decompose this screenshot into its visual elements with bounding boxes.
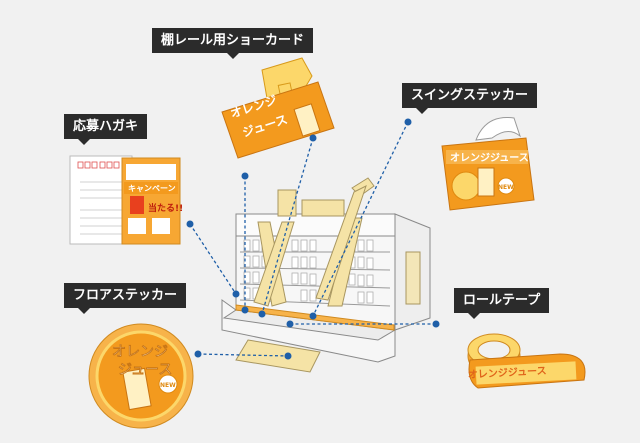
- roll-tape-item: [467, 333, 586, 389]
- flyer-banner-text: キャンペーン: [128, 184, 176, 193]
- floor-sticker-badge: NEW: [160, 382, 176, 389]
- flyer-hit-text: 当たる!!: [148, 202, 183, 214]
- roll-tape-text: オレンジジュース: [468, 365, 547, 381]
- pointer-dots: [186, 118, 440, 360]
- label-swing-sticker: スイングステッカー: [402, 83, 538, 114]
- flyer-item: [121, 157, 181, 245]
- label-shelf-card: 棚レール用ショーカード: [152, 28, 314, 59]
- swing-sticker-text: オレンジジュース: [450, 152, 529, 164]
- case-swing-strips: [253, 177, 375, 307]
- floor-sticker-item: [88, 323, 194, 429]
- floor-sticker-text-2: ジュース: [118, 362, 172, 378]
- pointer-lines: [189, 121, 436, 357]
- swing-sticker-badge: NEW: [498, 184, 514, 191]
- label-floor-sticker: フロアステッカー: [64, 283, 187, 314]
- swing-sticker-item: [441, 116, 535, 211]
- shelf-card-item: [221, 57, 335, 159]
- floor-sticker-on-floor: [235, 339, 321, 373]
- floor-sticker-text-1: オレンジ: [112, 344, 168, 360]
- label-postcard: 応募ハガキ: [64, 114, 148, 145]
- label-roll-tape: ロールテープ: [454, 288, 550, 319]
